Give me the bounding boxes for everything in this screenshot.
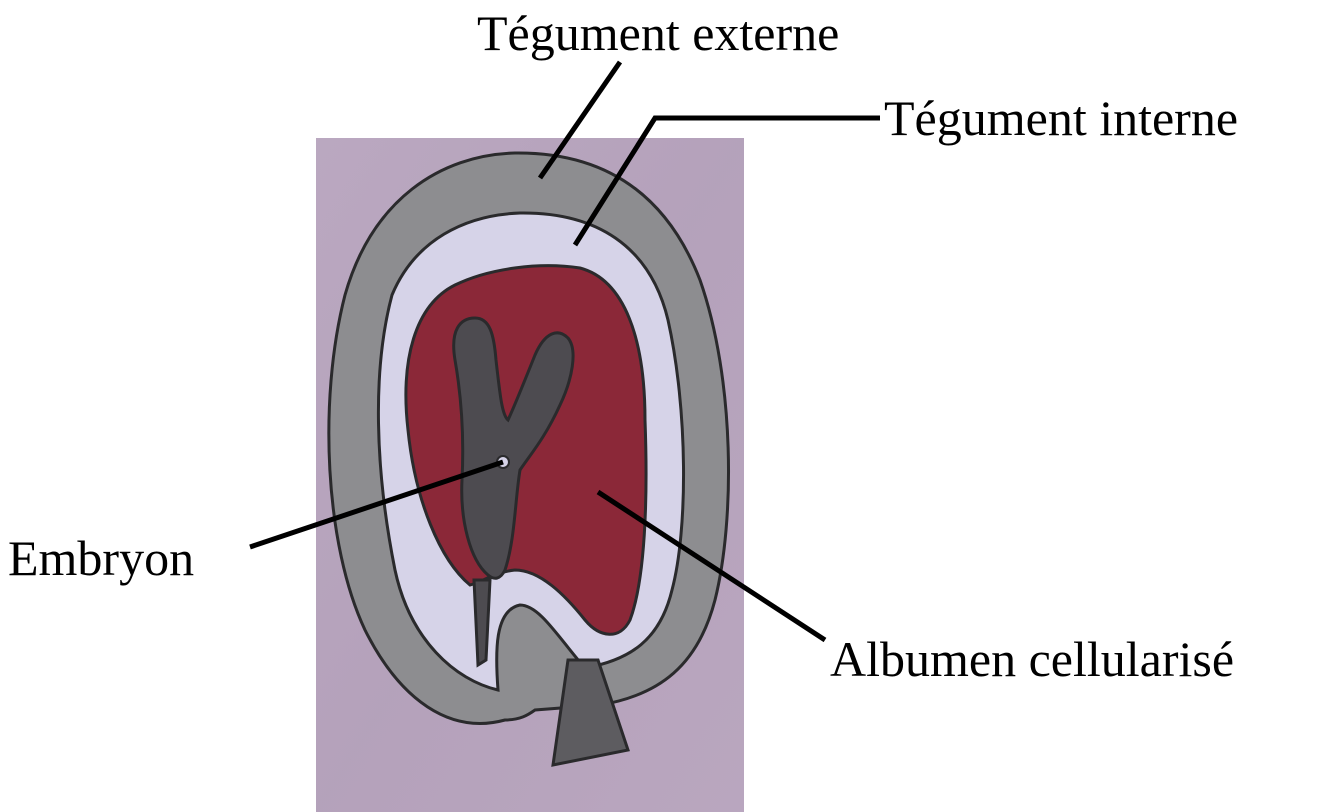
label-outer-integument: Tégument externe <box>477 5 839 61</box>
label-endosperm: Albumen cellularisé <box>830 631 1234 687</box>
suspensor-shape <box>474 580 490 665</box>
label-embryo: Embryon <box>8 530 194 586</box>
label-inner-integument: Tégument interne <box>884 90 1238 146</box>
